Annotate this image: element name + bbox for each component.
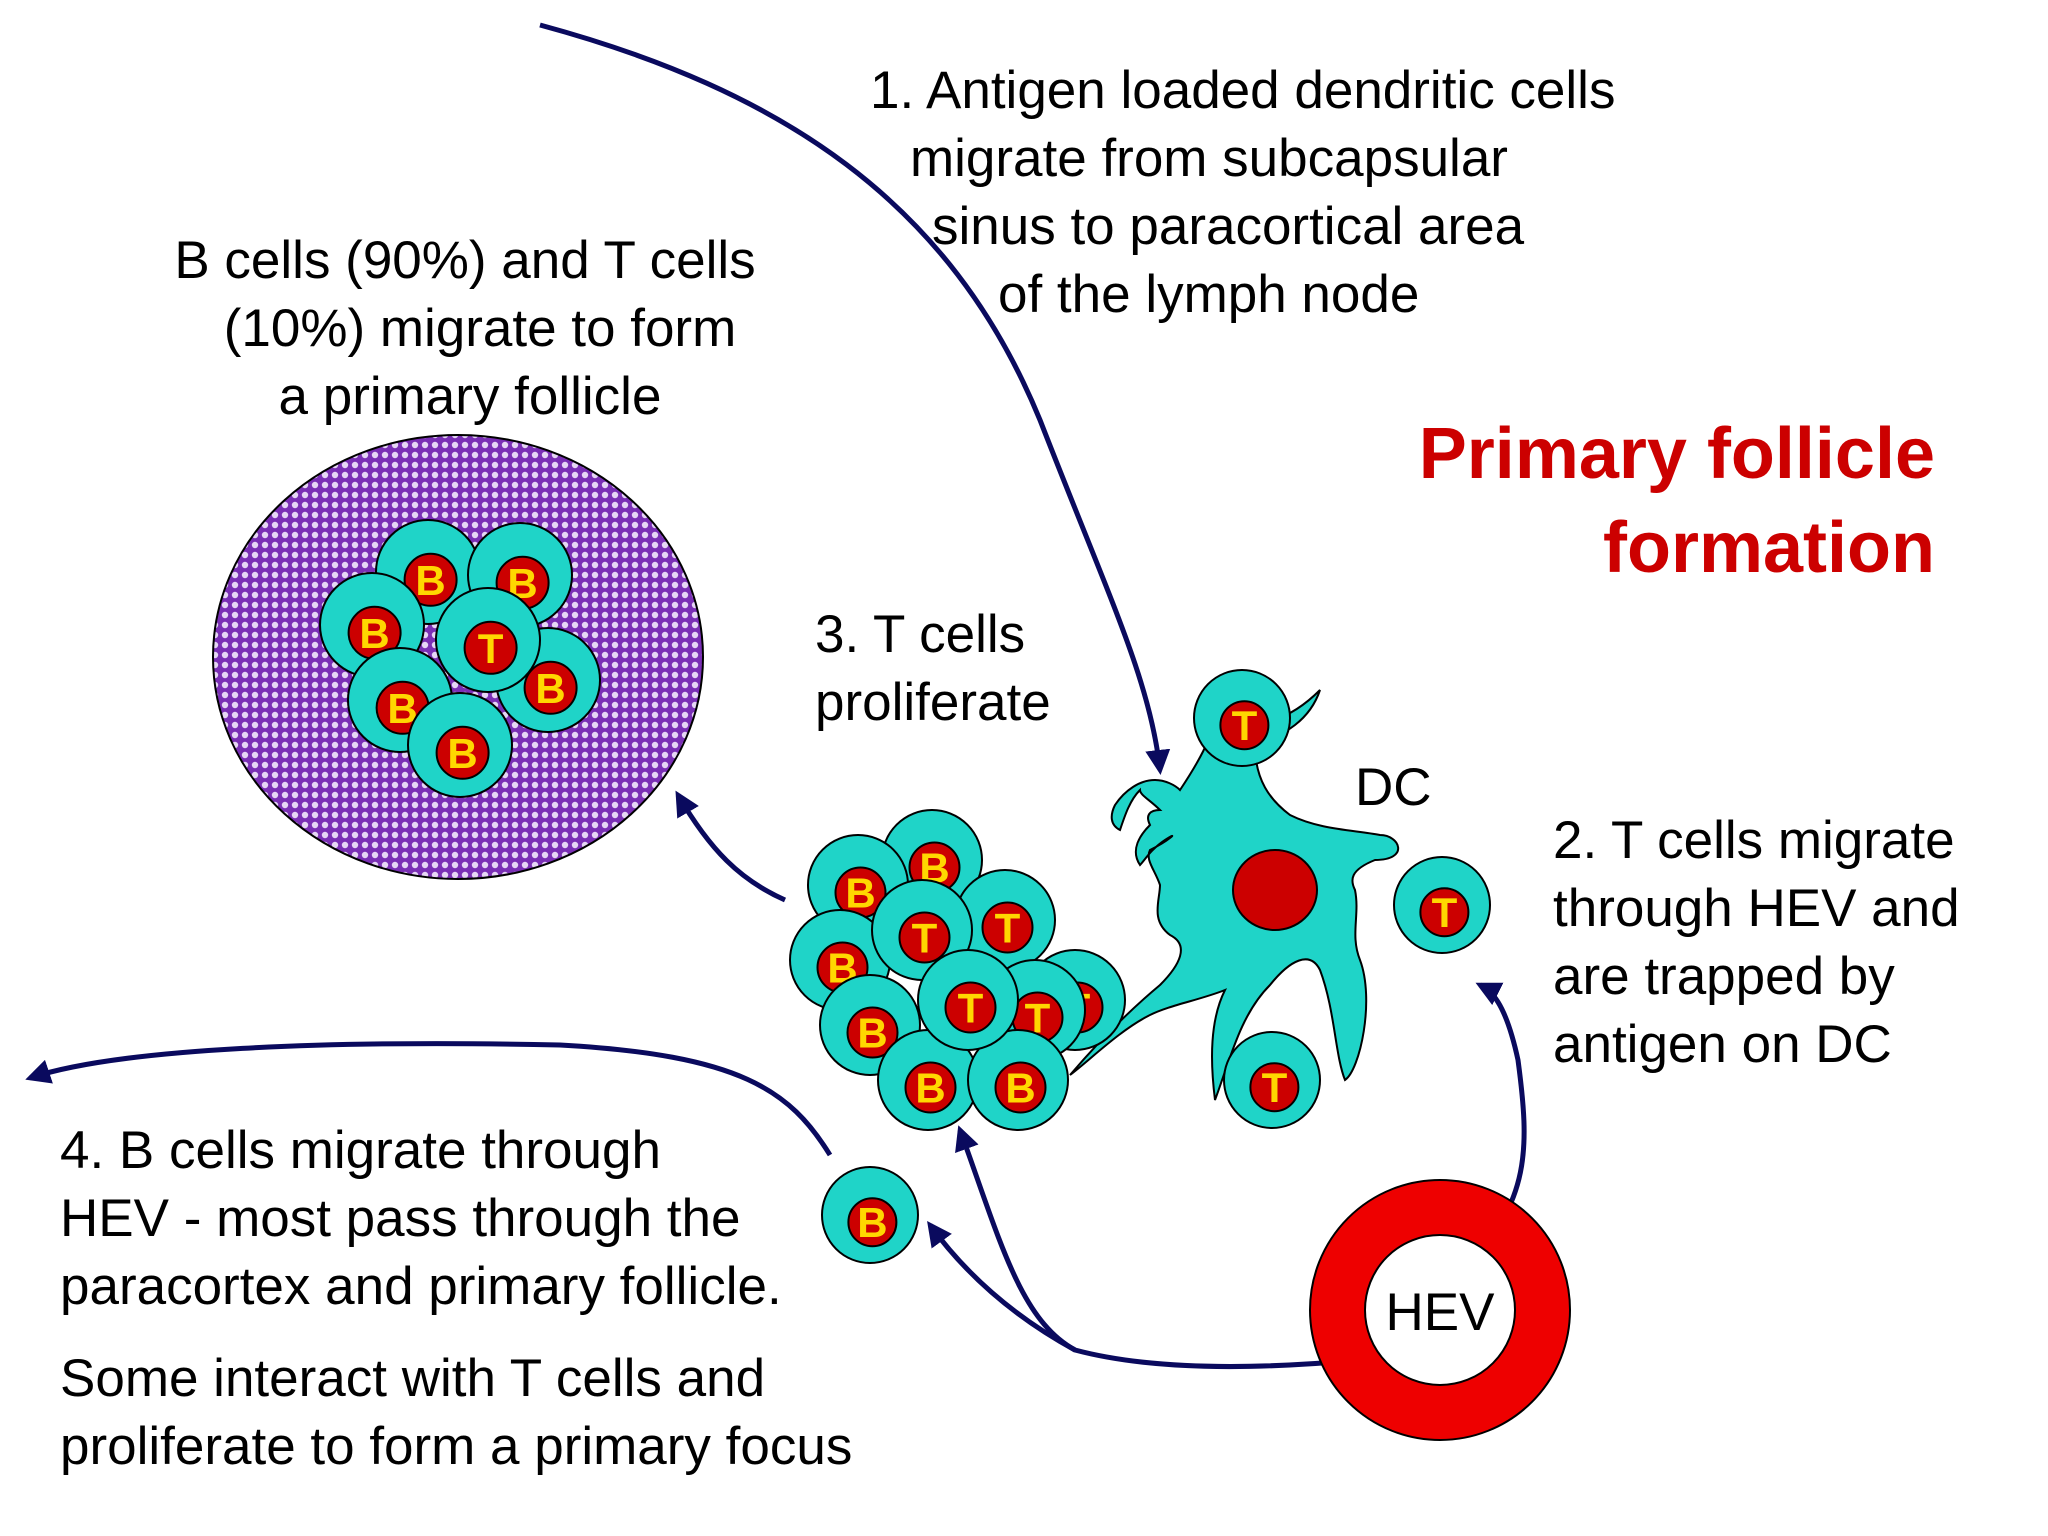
hev-lumen: [1364, 1234, 1516, 1386]
step3-text: 3. T cells proliferate: [815, 605, 1051, 732]
cell-letter: B: [447, 730, 477, 777]
cell-nucleus: [846, 1006, 899, 1059]
cell-nucleus: [403, 552, 458, 607]
b-cell: B: [821, 1166, 919, 1264]
arrow-b-migrate-left: [25, 1041, 833, 1157]
cell-nucleus: [1249, 1062, 1300, 1113]
step2-line-2: through HEV and: [1553, 879, 1960, 938]
cell-letter: B: [915, 1065, 945, 1112]
arrow-to-follicle: [675, 790, 787, 903]
t-cell: T: [917, 949, 1019, 1051]
step4-line-1: 4. B cells migrate through: [60, 1121, 661, 1180]
step4b-text: Some interact with T cells and prolifera…: [60, 1349, 852, 1476]
step1-line-3: sinus to paracortical area: [932, 197, 1525, 256]
cell-nucleus: [523, 660, 578, 715]
arrow-dc-migration: [539, 22, 1171, 775]
primary-focus-cluster: BBTBTTBBBTT: [789, 809, 1126, 1131]
b-cell: B: [467, 522, 573, 628]
follicle-line-1: B cells (90%) and T cells: [174, 231, 755, 290]
cell-letter: T: [1432, 889, 1458, 936]
step2-text: 2. T cells migrate through HEV and are t…: [1553, 811, 1960, 1074]
cell-letter: T: [912, 915, 938, 962]
hev-label: HEV: [1386, 1283, 1496, 1342]
cell-nucleus: [904, 1061, 957, 1114]
cell-letter: B: [857, 1199, 887, 1246]
follicle-line-3: a primary follicle: [279, 367, 662, 426]
title-line-2: formation: [1603, 508, 1935, 588]
cell-letter: B: [857, 1010, 887, 1057]
cell-nucleus: [981, 901, 1034, 954]
step1-line-4: of the lymph node: [998, 265, 1419, 324]
cell-letter: T: [958, 985, 984, 1032]
t-cell: T: [1193, 669, 1291, 767]
arrow-hev-to-b: [927, 1220, 1077, 1353]
follicle-line-2: (10%) migrate to form: [224, 299, 736, 358]
cell-letter: B: [1005, 1065, 1035, 1112]
dendritic-cell: [1069, 689, 1400, 1101]
cell-nucleus: [944, 981, 997, 1034]
t-cell: T: [1223, 1031, 1321, 1129]
cell-letter: B: [415, 557, 445, 604]
cell-letter: B: [845, 870, 875, 917]
step2-line-1: 2. T cells migrate: [1553, 811, 1955, 870]
hev: HEV: [1309, 1179, 1571, 1441]
step2-line-3: are trapped by: [1553, 947, 1895, 1006]
t-cell: T: [954, 869, 1056, 971]
title: Primary follicle formation: [1419, 414, 1935, 588]
follicle-text: B cells (90%) and T cells (10%) migrate …: [174, 231, 755, 426]
t-cell: T: [435, 587, 541, 693]
arrow-hev-to-focus: [955, 1125, 1361, 1370]
dc-label: DC: [1355, 758, 1432, 817]
b-cell: B: [407, 692, 513, 798]
step1-line-1: 1. Antigen loaded dendritic cells: [870, 61, 1615, 120]
step1-text: 1. Antigen loaded dendritic cells migrat…: [870, 61, 1615, 324]
b-cell: B: [877, 1029, 979, 1131]
step4b-line-1: Some interact with T cells and: [60, 1349, 765, 1408]
cell-letter: B: [535, 665, 565, 712]
cell-letter: B: [359, 610, 389, 657]
step4-text: 4. B cells migrate through HEV - most pa…: [60, 1121, 782, 1316]
cell-letter: T: [995, 905, 1021, 952]
cell-nucleus: [1419, 887, 1470, 938]
dendritic-cell-nucleus: [1232, 849, 1318, 931]
cell-nucleus: [847, 1197, 898, 1248]
cell-nucleus: [898, 911, 951, 964]
cell-letter: T: [478, 625, 504, 672]
title-line-1: Primary follicle: [1419, 414, 1935, 494]
step3-line-1: 3. T cells: [815, 605, 1025, 664]
step2-line-4: antigen on DC: [1553, 1015, 1892, 1074]
step3-line-2: proliferate: [815, 673, 1051, 732]
step4b-line-2: proliferate to form a primary focus: [60, 1417, 852, 1476]
step4-line-3: paracortex and primary follicle.: [60, 1257, 782, 1316]
cell-nucleus: [463, 620, 518, 675]
cell-nucleus: [1219, 700, 1270, 751]
cell-nucleus: [435, 725, 490, 780]
cell-nucleus: [994, 1061, 1047, 1114]
cell-letter: T: [1262, 1064, 1288, 1111]
cell-letter: T: [1232, 702, 1258, 749]
t-cell: T: [1393, 856, 1491, 954]
step4-line-2: HEV - most pass through the: [60, 1189, 741, 1248]
step1-line-2: migrate from subcapsular: [910, 129, 1508, 188]
b-cell: B: [967, 1029, 1069, 1131]
